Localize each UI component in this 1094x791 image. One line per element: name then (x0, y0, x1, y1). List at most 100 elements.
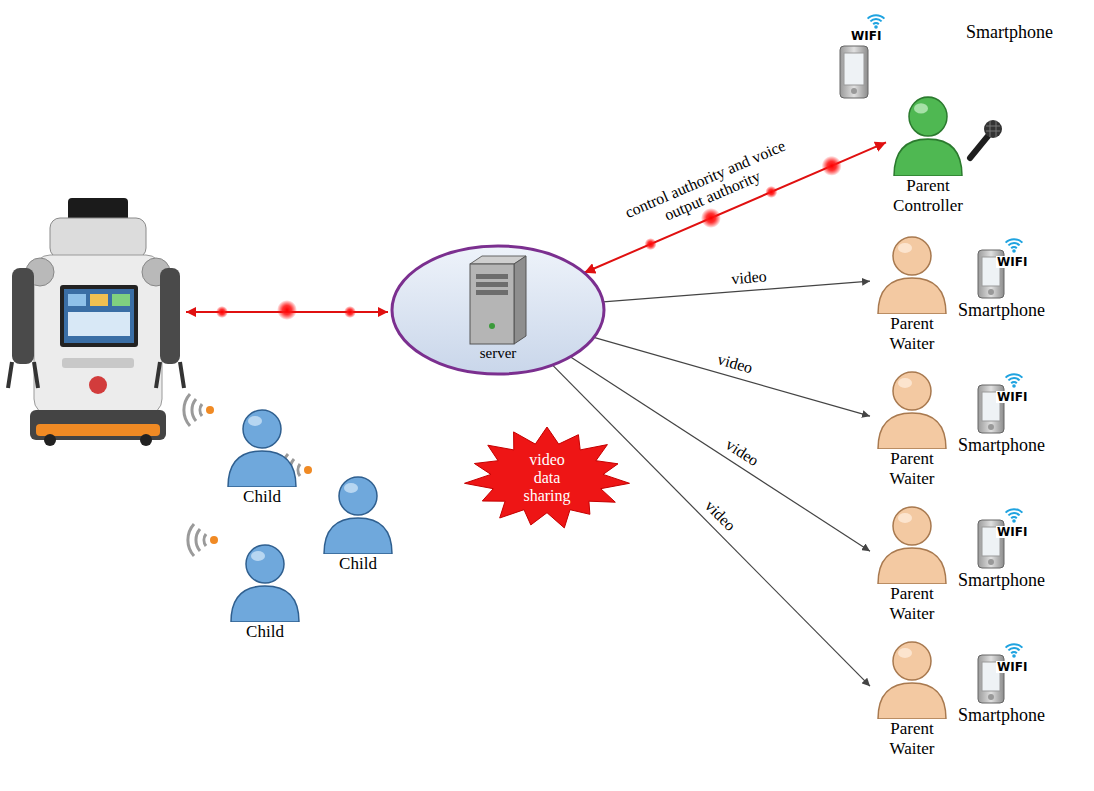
smartphone-icon (988, 559, 994, 565)
person-body (228, 451, 296, 487)
wifi-symbol (868, 15, 885, 29)
robot-illustration (8, 198, 184, 446)
edge-label: video (722, 435, 762, 470)
person-body (878, 548, 946, 584)
device-label: Smartphone (958, 435, 1045, 457)
person-body (878, 413, 946, 449)
wifi-mark: WIFI (996, 661, 1028, 673)
microphone-icon (970, 136, 988, 158)
person-highlight (898, 378, 912, 388)
person-icon (225, 540, 305, 622)
robot-illustration (90, 294, 108, 306)
waiter-figure: Parent Waiter (870, 637, 954, 759)
robot-illustration (60, 285, 138, 347)
person-highlight (248, 416, 262, 426)
node-text: video data sharing (518, 451, 576, 505)
microphone-icon (984, 120, 1002, 138)
robot-illustration (112, 294, 130, 306)
robot-link (344, 306, 356, 318)
child-figure: Child (222, 405, 302, 507)
device-label: Smartphone (966, 22, 1053, 44)
person-body (324, 518, 392, 554)
robot-illustration (68, 312, 130, 336)
microphone-icon (986, 121, 1000, 137)
person-highlight (898, 648, 912, 658)
starburst-outline (465, 427, 630, 528)
node-text: Parent Waiter (870, 584, 954, 624)
tower-front (470, 264, 514, 344)
robot-illustration (36, 424, 160, 436)
person-head (893, 372, 931, 410)
wifi-symbol (868, 15, 885, 24)
sound-wave-icon (206, 406, 214, 414)
smartphone-icon (840, 46, 868, 98)
robot-illustration (62, 358, 134, 368)
wifi-symbol (1012, 384, 1016, 388)
signal-dot (645, 238, 657, 250)
wifi-symbol (1006, 374, 1023, 383)
signal-dot (822, 156, 842, 176)
video-link (570, 357, 870, 551)
signal-dot (701, 208, 721, 228)
sound-wave-icon (188, 524, 206, 556)
device-label: Smartphone (958, 300, 1045, 322)
person-head (339, 477, 377, 515)
sound-wave-icon (210, 536, 218, 544)
device-label: Smartphone (958, 705, 1045, 727)
smartphone-icon (844, 53, 864, 85)
person-head (246, 545, 284, 583)
wifi-symbol (1012, 249, 1016, 253)
node-text: Child (246, 622, 284, 642)
waiter-figure: Parent Waiter (870, 502, 954, 624)
tower-bay (476, 290, 508, 295)
robot-illustration (140, 434, 152, 446)
tower-side (514, 256, 526, 344)
robot-illustration (64, 289, 134, 343)
signal-dot (765, 186, 777, 198)
person-icon (872, 637, 952, 719)
waiter-figure: Parent Waiter (870, 367, 954, 489)
robot-illustration (34, 255, 162, 415)
robot-link (216, 306, 228, 318)
wifi-symbol (1006, 239, 1023, 253)
person-head (893, 237, 931, 275)
robot-illustration (50, 218, 146, 258)
wifi-symbol (1006, 644, 1023, 658)
sound-wave-icon (304, 466, 312, 474)
server-ellipse: server (390, 244, 606, 376)
tower-led (489, 323, 495, 329)
video-link (594, 337, 870, 416)
person-icon (872, 232, 952, 314)
child-figure: Child (318, 472, 398, 574)
person-highlight (344, 483, 358, 493)
node-text: server (390, 345, 606, 362)
person-body (894, 139, 962, 176)
robot-link (277, 300, 297, 320)
person-highlight (898, 513, 912, 523)
node-text: Child (339, 554, 377, 574)
microphone-icon (970, 120, 1002, 158)
node-text: Parent Waiter (870, 314, 954, 354)
wifi-symbol (1006, 509, 1023, 518)
sound-wave-icon (184, 394, 214, 426)
robot-illustration (89, 376, 107, 394)
person-icon (318, 472, 398, 554)
tower-bay (476, 274, 508, 279)
smartphone-icon (840, 46, 868, 98)
edge-label: video (730, 267, 767, 288)
wifi-symbol (1006, 239, 1023, 248)
robot-illustration (160, 268, 180, 364)
robot-illustration (156, 362, 184, 388)
smartphone-icon (851, 88, 857, 94)
smartphone-icon (988, 424, 994, 430)
child-figure: Child (225, 540, 305, 642)
person-head (893, 642, 931, 680)
person-body (231, 586, 299, 622)
person-body (878, 278, 946, 314)
wifi-mark: WIFI (850, 30, 882, 42)
waiter-figure: Parent Waiter (870, 232, 954, 354)
device-label: Smartphone (958, 570, 1045, 592)
starburst-callout: video data sharing (462, 425, 632, 531)
starburst-text-holder: video data sharing (462, 425, 632, 531)
